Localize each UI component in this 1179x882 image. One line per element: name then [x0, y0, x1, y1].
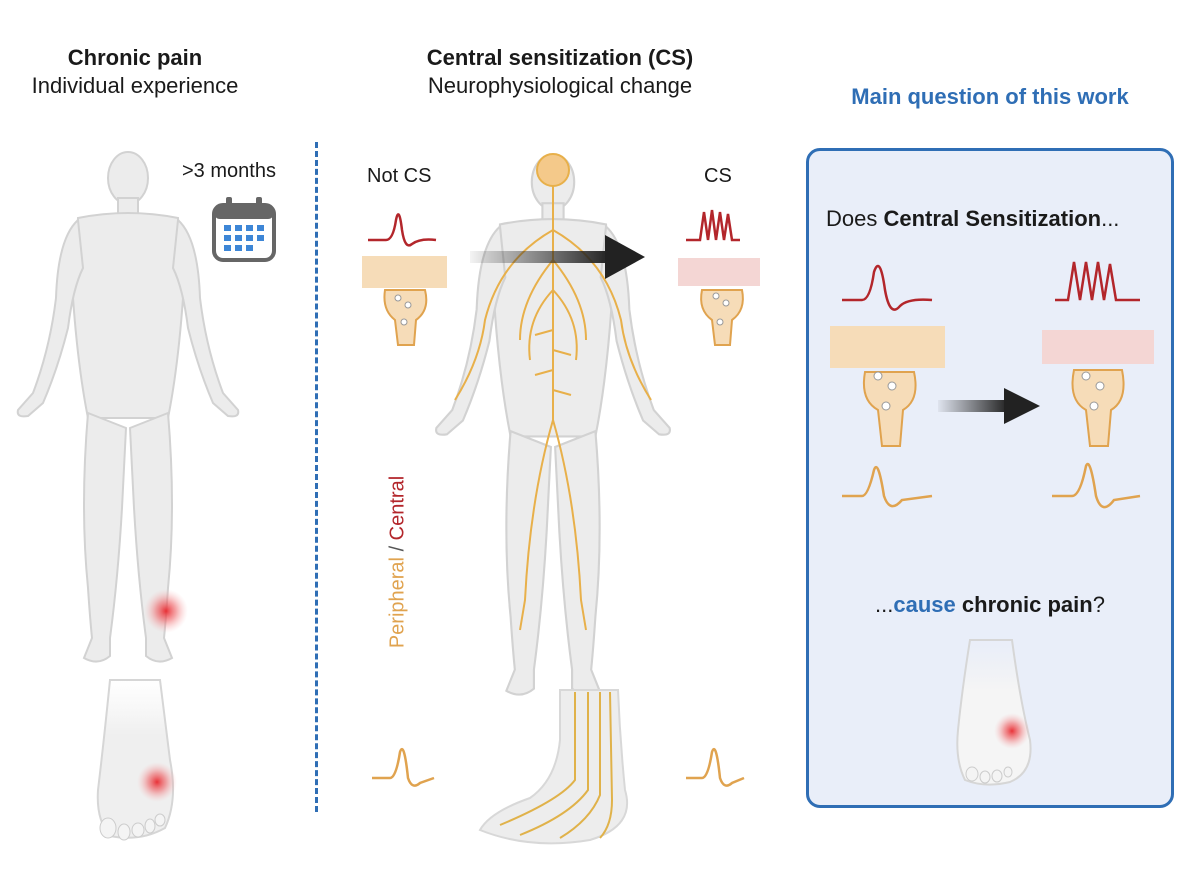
question-line: Does Central Sensitization...	[826, 206, 1119, 232]
chronic-pain-title: Chronic pain	[67, 45, 203, 70]
signal-peripheral-cs	[686, 747, 745, 787]
cs-label: CS	[704, 165, 732, 187]
main-question-title: Main question of this work	[851, 84, 1129, 109]
cs-title: Central sensitization (CS)	[426, 45, 694, 70]
pain-spot-left-foot	[137, 762, 177, 802]
answer-line: ...cause chronic pain?	[806, 592, 1174, 618]
peripheral-label: Peripheral	[386, 556, 409, 649]
chronic-pain-subtitle: Individual experience	[31, 73, 239, 98]
signal-central-cs	[686, 209, 740, 242]
question-prefix: Does	[826, 206, 884, 231]
not-cs-label: Not CS	[367, 165, 432, 187]
foot-nerve-illustration	[478, 689, 629, 845]
body-figure-left	[16, 151, 240, 663]
answer-bold: chronic pain	[961, 592, 1093, 617]
signal-central-notcs	[368, 213, 437, 247]
answer-cause: cause	[893, 592, 956, 617]
synapse-cs	[678, 258, 760, 346]
question-bold: Central Sensitization	[883, 206, 1102, 231]
question-suffix: ...	[1101, 206, 1120, 231]
central-label: Central	[386, 475, 409, 541]
peripheral-central-axis-label: Peripheral / Central	[387, 476, 410, 648]
foot-left	[96, 679, 177, 841]
synapse-notcs	[362, 256, 447, 346]
question-panel	[806, 148, 1174, 808]
cs-header: Central sensitization (CS) Neurophysiolo…	[380, 44, 740, 100]
nervous-system-lines	[454, 153, 652, 631]
transition-arrow-top	[470, 235, 645, 279]
calendar-icon	[212, 197, 276, 262]
column-divider	[315, 142, 318, 812]
answer-suffix: ?	[1092, 592, 1105, 617]
duration-label: >3 months	[182, 160, 276, 182]
signal-peripheral-notcs	[372, 747, 435, 787]
cs-subtitle: Neurophysiological change	[427, 73, 693, 98]
chronic-pain-header: Chronic pain Individual experience	[0, 44, 270, 100]
axis-separator: /	[386, 540, 409, 557]
answer-prefix: ...	[875, 592, 894, 617]
